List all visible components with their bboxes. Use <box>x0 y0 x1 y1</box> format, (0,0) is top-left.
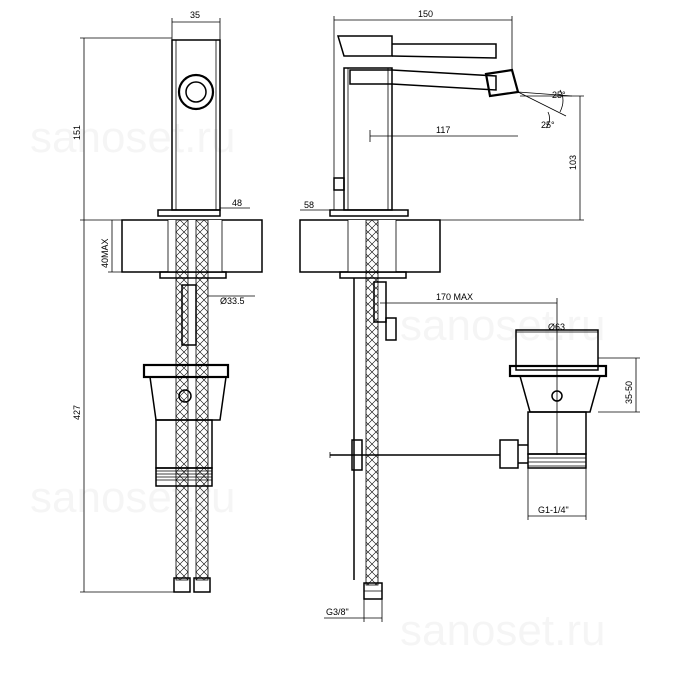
right-view <box>299 35 608 600</box>
dim-hose-thread: G3/8" <box>326 607 349 617</box>
dim-hole-diameter: Ø33.5 <box>220 296 245 306</box>
spout-outlet-side <box>177 73 215 111</box>
watermark-group: sanoset.ru sanoset.ru sanoset.ru sanoset… <box>30 113 605 655</box>
dim-base-width: 48 <box>232 198 242 208</box>
svg-text:sanoset.ru: sanoset.ru <box>30 113 235 162</box>
dim-spout-height: 103 <box>568 155 578 170</box>
dim-rod-max: 170 MAX <box>436 292 473 302</box>
right-dimensions: 150 25° 25° 117 103 58 170 MAX Ø63 35-50 <box>300 9 640 622</box>
bidet-nozzle <box>484 68 520 98</box>
dim-base-offset: 58 <box>304 200 314 210</box>
dim-angle-up: 25° <box>552 90 566 100</box>
left-view <box>121 39 263 593</box>
dim-total-length: 427 <box>72 405 82 420</box>
dim-waste-diameter: Ø63 <box>548 322 565 332</box>
left-dimensions: 35 151 48 40MAX Ø33.5 427 <box>72 10 255 593</box>
dim-total-height: 151 <box>72 125 82 140</box>
dim-reach: 117 <box>436 125 450 135</box>
dim-spout-width: 35 <box>190 10 200 20</box>
dim-overall-length: 150 <box>418 9 433 19</box>
dim-deck-max: 40MAX <box>100 238 110 268</box>
svg-text:sanoset.ru: sanoset.ru <box>400 301 605 350</box>
dim-waste-thread: G1-1/4" <box>538 505 569 515</box>
dim-angle-down: 25° <box>541 120 555 130</box>
dim-waste-height: 35-50 <box>624 381 634 404</box>
spout-arm <box>349 69 497 91</box>
svg-text:sanoset.ru: sanoset.ru <box>400 606 605 655</box>
tap-body-front <box>343 67 393 211</box>
